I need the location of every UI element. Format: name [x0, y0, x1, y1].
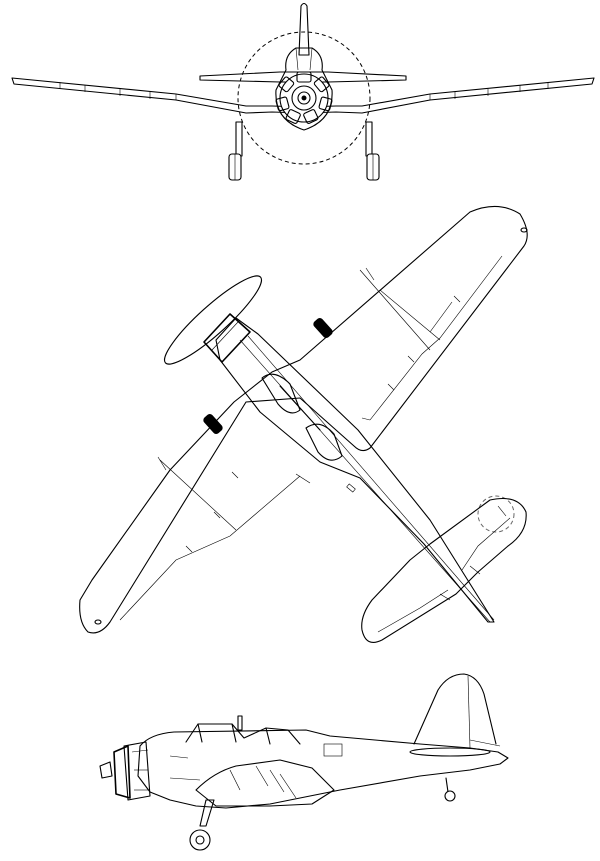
plan-fuselage — [215, 317, 495, 623]
plan-wing-controls — [119, 255, 503, 621]
side-fuselage — [137, 729, 509, 809]
side-view — [99, 673, 509, 851]
side-vertical-fin — [413, 673, 497, 745]
front-view — [11, 2, 595, 181]
radial-engine — [275, 71, 333, 124]
plan-cowling — [203, 313, 251, 363]
plan-right-gear — [203, 413, 223, 435]
plan-horizontal-tail — [361, 497, 527, 643]
front-fuselage — [275, 47, 333, 131]
plan-left-gear — [313, 317, 333, 339]
front-wing-ticks — [59, 82, 549, 99]
side-main-gear — [189, 799, 215, 851]
plan-wing — [79, 205, 528, 634]
side-cowling — [113, 741, 151, 801]
side-canopy — [185, 723, 301, 745]
side-wing — [195, 759, 335, 807]
side-propeller — [99, 761, 113, 779]
front-right-gear — [365, 121, 380, 181]
side-horizontal-tail — [409, 747, 491, 757]
propeller-arc — [237, 31, 371, 165]
plan-propeller-disc — [163, 275, 263, 365]
side-tail-wheel — [444, 777, 456, 802]
side-antenna-mast — [237, 715, 243, 731]
front-left-gear — [228, 121, 243, 181]
front-vertical-fin — [298, 2, 310, 56]
top-view — [79, 205, 528, 643]
side-panel — [323, 743, 343, 757]
front-wing — [11, 77, 595, 114]
